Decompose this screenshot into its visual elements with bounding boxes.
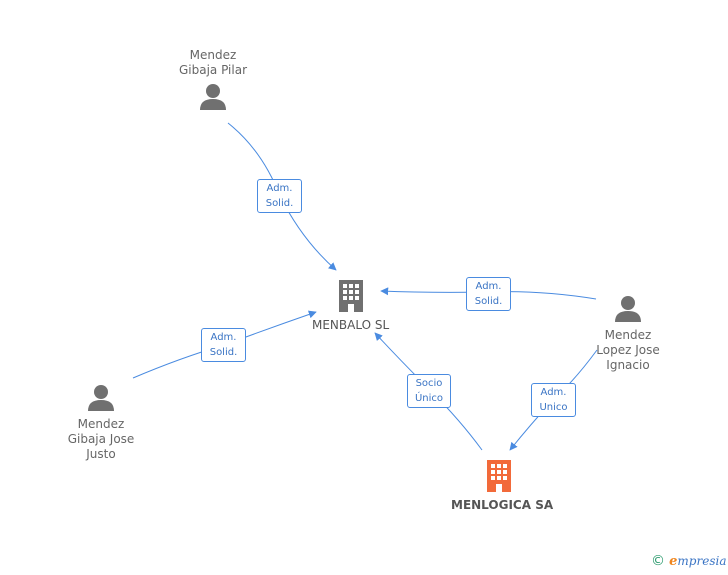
relation-role: Socio: [415, 378, 443, 389]
relation-role: Adm.: [540, 387, 567, 398]
relation-badge-justo-menbalo[interactable]: Adm. Solid.: [201, 328, 246, 362]
empresia-logo: © empresia: [651, 553, 727, 569]
building-icon: [487, 460, 511, 492]
relation-badge-ignacio-menbalo[interactable]: Adm. Solid.: [466, 277, 511, 311]
person-node-justo[interactable]: Mendez Gibaja Jose Justo: [48, 383, 154, 462]
relation-type: Solid.: [474, 296, 503, 307]
relation-type: Solid.: [209, 347, 238, 358]
person-icon: [88, 385, 114, 411]
person-icon: [615, 296, 641, 322]
relation-type: Solid.: [265, 198, 294, 209]
relation-type: Unico: [539, 402, 568, 413]
person-node-ignacio[interactable]: Mendez Lopez Jose Ignacio: [574, 294, 682, 373]
relation-role: Adm.: [475, 281, 502, 292]
person-icon: [200, 84, 226, 110]
building-icon: [339, 280, 363, 312]
copyright-icon: ©: [651, 553, 665, 569]
relation-badge-pilar-menbalo[interactable]: Adm. Solid.: [257, 179, 302, 213]
company-name-menbalo: MENBALO SL: [312, 318, 390, 332]
company-name-menlogica: MENLOGICA SA: [451, 498, 554, 512]
person-name-justo: Mendez Gibaja Jose Justo: [67, 417, 135, 461]
person-name-ignacio: Mendez Lopez Jose Ignacio: [596, 328, 660, 372]
relation-badge-menlogica-menbalo[interactable]: Socio Único: [407, 374, 451, 408]
relation-badge-ignacio-menlogica[interactable]: Adm. Unico: [531, 383, 576, 417]
relation-role: Adm.: [266, 183, 293, 194]
person-name-pilar: Mendez Gibaja Pilar: [178, 48, 248, 77]
person-node-pilar[interactable]: Mendez Gibaja Pilar: [160, 48, 266, 112]
relation-type: Único: [414, 393, 444, 404]
relation-role: Adm.: [210, 332, 237, 343]
